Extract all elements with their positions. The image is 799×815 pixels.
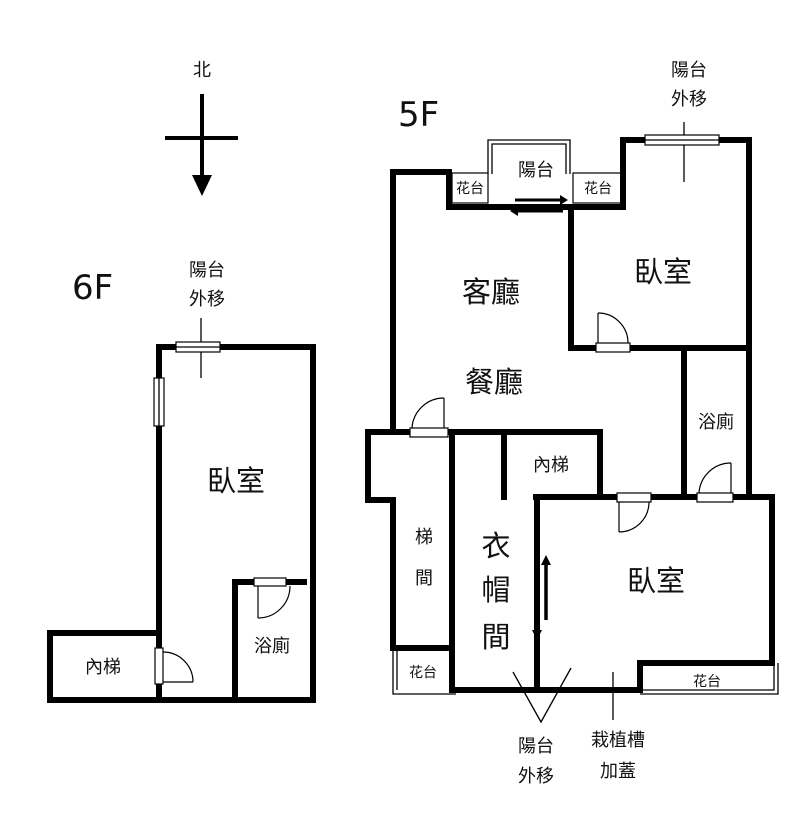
5f-planter-bottom-right-label: 花台 [693,674,721,690]
5f-stairwell-label-1: 梯 [415,527,433,548]
5f-planter-note-line2: 加蓋 [600,761,636,782]
5f-planter-left [451,172,489,204]
5f-inner-stairs-label: 內梯 [533,455,569,476]
5f-planter-note-line1: 栽植槽 [591,730,645,751]
5f-sliding-door-cloakroom [532,555,551,640]
5f-planter-right-label: 花台 [584,181,612,197]
floor-6f: 6F 陽台 外移 臥室 浴廁 內梯 [47,260,316,703]
compass-arrow-icon [192,175,212,196]
floor-5f-title: 5F [398,95,439,135]
5f-dining-room-label: 餐廳 [465,365,523,399]
5f-balcony-bottom-pointer [512,667,572,724]
5f-balcony-note-bottom-line2: 外移 [518,766,554,787]
5f-balcony-note-bottom-line1: 陽台 [518,736,554,757]
5f-stairwell-label-2: 間 [415,568,433,589]
5f-planter-bottom-left-outline [392,648,456,695]
5f-cloakroom-label-1: 衣 [481,529,510,563]
5f-top-balcony-label: 陽台 [518,160,554,181]
5f-balcony-note-top-line1: 陽台 [671,60,707,81]
floor-5f: 5F 陽台 外移 陽台 花台 花台 花台 花台 [365,60,779,787]
5f-planter-left-label: 花台 [456,181,484,197]
5f-balcony-note-top-line2: 外移 [671,89,707,110]
5f-living-door [409,397,449,438]
6f-balcony-note-line2: 外移 [189,289,225,310]
north-label: 北 [193,60,211,81]
6f-bedroom-label: 臥室 [207,464,265,498]
5f-bathroom-door [696,462,734,503]
5f-living-room-label: 客廳 [462,275,520,309]
5f-cloakroom-label-2: 帽 [481,573,510,607]
5f-bedroom-se-door [616,492,652,533]
5f-top-balcony-outline [487,139,571,174]
6f-inner-stairs-label: 內梯 [85,657,121,678]
5f-planter-bottom-left-label: 花台 [409,665,437,681]
5f-sliding-door-top [510,195,568,216]
5f-stairwell-walls [365,169,455,651]
5f-bedroom-ne-door [595,312,631,353]
5f-cloakroom-label-3: 間 [481,620,510,654]
6f-stairs-door [154,647,194,685]
5f-bedroom-se-label: 臥室 [627,564,685,598]
6f-main-walls [156,344,316,703]
5f-bathroom-label: 浴廁 [698,411,734,433]
5f-planter-bottom-right-outline [640,663,775,691]
5f-bedroom-ne-label: 臥室 [634,255,692,289]
6f-bathroom-door [253,577,291,619]
5f-inner-stairs-walls [449,429,603,500]
floor-6f-title: 6F [72,268,113,308]
6f-bathroom-label: 浴廁 [254,635,290,657]
6f-stair-walls [47,630,162,703]
6f-balcony-note-line1: 陽台 [189,260,225,281]
5f-living-walls [390,169,687,500]
compass: 北 [165,60,238,196]
